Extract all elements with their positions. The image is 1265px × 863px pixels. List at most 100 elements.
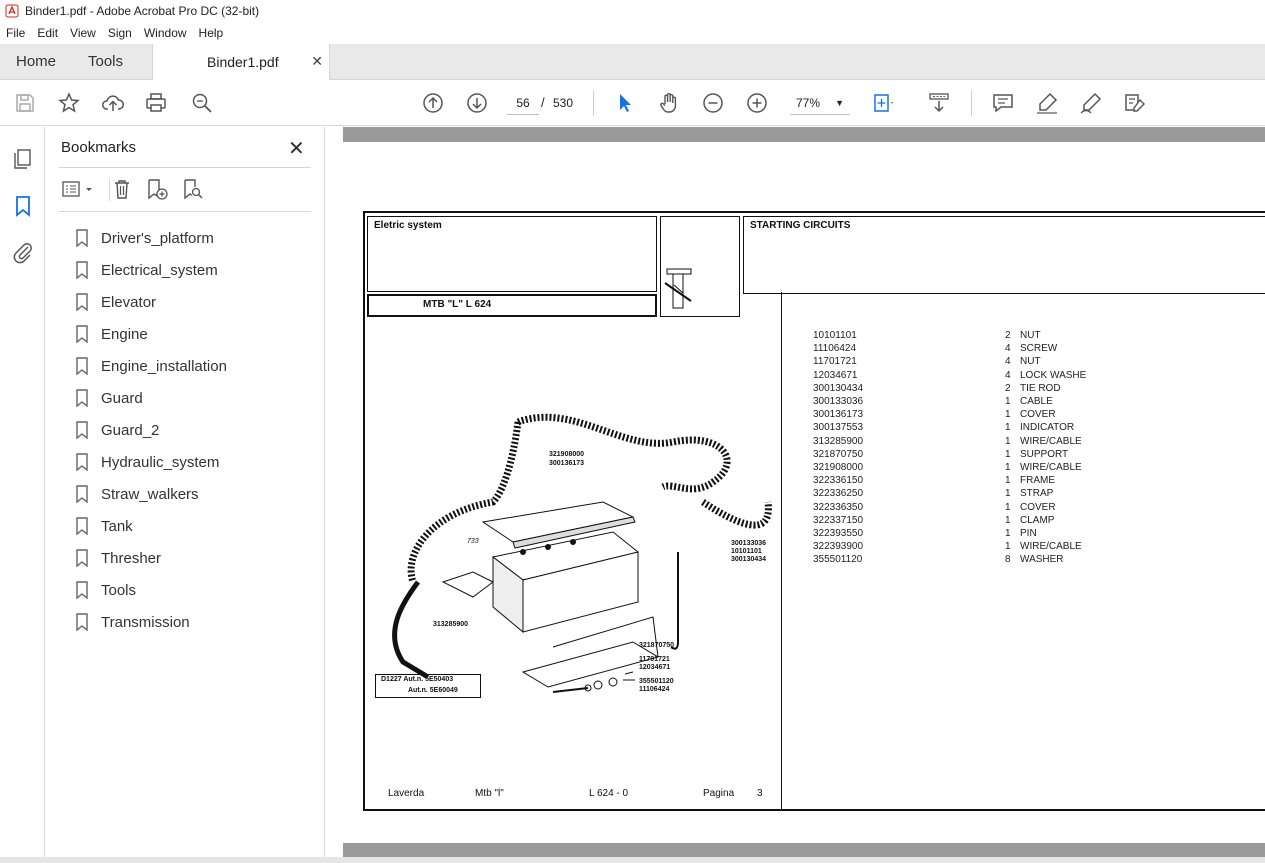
menu-help[interactable]: Help <box>198 26 224 40</box>
bookmark-item[interactable]: Straw_walkers <box>75 478 227 510</box>
tab-document[interactable]: Binder1.pdf ✕ <box>152 44 330 81</box>
part-qty: 1 <box>1005 422 1011 434</box>
bookmark-item[interactable]: Thresher <box>75 542 227 574</box>
subtitle-box <box>743 216 1265 294</box>
stamp-box <box>375 674 481 698</box>
bookmark-item[interactable]: Transmission <box>75 606 227 638</box>
bookmark-label: Electrical_system <box>101 261 218 279</box>
divider <box>109 179 110 201</box>
bookmarks-icon[interactable] <box>11 194 35 218</box>
page-gap <box>343 127 1265 142</box>
part-pn: 300137553 <box>813 422 864 434</box>
page-number-input[interactable]: 56 <box>507 91 539 115</box>
footer-code: L 624 - 0 <box>589 788 629 799</box>
part-desc: NUT <box>1020 330 1041 341</box>
bookmark-item[interactable]: Tools <box>75 574 227 606</box>
tab-home[interactable]: Home <box>16 53 57 70</box>
callout: 10101101 <box>731 548 762 555</box>
close-tab-icon[interactable]: ✕ <box>311 53 323 69</box>
zoom-out-icon[interactable] <box>701 91 725 115</box>
bookmark-item[interactable]: Driver's_platform <box>75 222 227 254</box>
bookmark-item[interactable]: Hydraulic_system <box>75 446 227 478</box>
attachments-icon[interactable] <box>11 240 35 264</box>
delete-bookmark-icon[interactable] <box>110 177 136 201</box>
bookmark-search-icon[interactable] <box>181 177 207 201</box>
save-icon[interactable] <box>13 91 37 115</box>
divider <box>59 211 311 212</box>
menu-edit[interactable]: Edit <box>37 26 59 40</box>
bookmark-item[interactable]: Tank <box>75 510 227 542</box>
bookmark-item[interactable]: Guard_2 <box>75 414 227 446</box>
page-thumbnails-icon[interactable] <box>11 147 35 171</box>
tab-tools[interactable]: Tools <box>88 53 124 70</box>
bookmark-item[interactable]: Engine_installation <box>75 350 227 382</box>
bookmark-item[interactable]: Elevator <box>75 286 227 318</box>
part-qty: 1 <box>1005 448 1011 460</box>
part-desc: COVER <box>1020 501 1056 513</box>
bookmark-item[interactable]: Engine <box>75 318 227 350</box>
part-pn: 11701721 <box>813 356 857 368</box>
callout: 355501120 <box>639 678 674 685</box>
model-label: MTB "L" L 624 <box>423 299 492 310</box>
left-rail <box>0 127 45 863</box>
part-desc: LOCK WASHE <box>1020 369 1087 381</box>
previous-page-icon[interactable] <box>421 91 445 115</box>
menu-window[interactable]: Window <box>143 26 187 40</box>
bookmark-icon <box>76 613 88 631</box>
part-pn: 300133036 <box>813 396 864 407</box>
bookmark-icon <box>76 389 88 407</box>
fill-sign-icon[interactable] <box>1123 91 1147 115</box>
highlight-pen-icon[interactable] <box>1035 91 1059 115</box>
bookmark-icon <box>76 453 88 471</box>
hand-tool-icon[interactable] <box>657 91 681 115</box>
comment-icon[interactable] <box>991 91 1015 115</box>
callout: 313285900 <box>433 621 469 628</box>
document-viewer[interactable]: Eletric system MTB "L" L 624 STARTING CI… <box>325 127 1265 863</box>
bookmark-label: Tools <box>101 581 137 599</box>
zoom-select[interactable]: 77%▼ <box>790 91 850 115</box>
toolbar-divider <box>593 90 594 116</box>
panel-title: Bookmarks <box>61 139 137 156</box>
footer-page-word: Pagina <box>703 788 735 799</box>
bookmark-icon <box>76 325 88 343</box>
footer-model: Mtb "l" <box>475 788 504 799</box>
bookmark-icon <box>76 421 88 439</box>
bookmark-item[interactable]: Electrical_system <box>75 254 227 286</box>
footer-brand: Laverda <box>388 788 425 799</box>
scroll-mode-icon[interactable] <box>927 91 951 115</box>
new-bookmark-icon[interactable] <box>145 177 171 201</box>
draw-pen-icon[interactable] <box>1079 91 1103 115</box>
part-qty: 1 <box>1005 488 1011 500</box>
part-pn: 321908000 <box>813 462 864 473</box>
select-cursor-icon[interactable] <box>613 91 637 115</box>
footer-page-num: 3 <box>757 788 763 799</box>
menu-file[interactable]: File <box>6 26 26 40</box>
status-bar <box>0 857 1265 863</box>
callout: 300136173 <box>549 460 585 467</box>
part-qty: 1 <box>1005 435 1011 447</box>
part-pn: 313285900 <box>813 435 864 447</box>
divider <box>59 167 311 168</box>
upload-cloud-icon[interactable] <box>101 91 125 115</box>
bookmark-item[interactable]: Guard <box>75 382 227 414</box>
search-icon[interactable] <box>190 91 214 115</box>
bookmark-label: Guard <box>101 389 143 407</box>
part-qty: 1 <box>1005 541 1011 553</box>
close-panel-icon[interactable]: ✕ <box>288 138 305 160</box>
star-icon[interactable] <box>57 91 81 115</box>
part-qty: 8 <box>1005 554 1011 566</box>
page-separator: / <box>541 95 545 110</box>
zoom-in-icon[interactable] <box>745 91 769 115</box>
next-page-icon[interactable] <box>465 91 489 115</box>
menu-sign[interactable]: Sign <box>107 26 132 40</box>
menu-view[interactable]: View <box>70 26 96 40</box>
callout: 11701721 <box>639 656 670 663</box>
part-pn: 355501120 <box>813 554 863 566</box>
bookmark-icon <box>76 293 88 311</box>
print-icon[interactable] <box>144 91 168 115</box>
part-qty: 1 <box>1005 501 1011 513</box>
bookmark-options-icon[interactable] <box>61 177 95 201</box>
bookmark-label: Driver's_platform <box>101 229 214 247</box>
part-qty: 1 <box>1005 528 1011 539</box>
fit-page-icon[interactable] <box>871 91 895 115</box>
